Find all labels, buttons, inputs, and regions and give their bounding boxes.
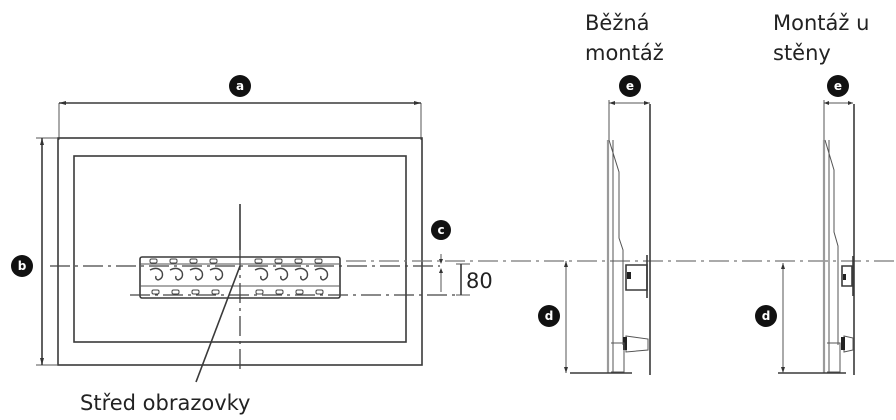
svg-text:e: e bbox=[834, 79, 842, 93]
badge-b: b bbox=[11, 255, 33, 277]
front-view: a b bbox=[11, 75, 493, 415]
badge-e-standard: e bbox=[619, 75, 641, 97]
title-standard-line1: Běžná bbox=[585, 11, 650, 35]
side-view-standard: Běžná montáž e d bbox=[538, 11, 664, 375]
svg-text:b: b bbox=[18, 259, 27, 273]
offset-value: 80 bbox=[466, 269, 493, 293]
title-wall-line2: stěny bbox=[773, 41, 831, 65]
svg-text:e: e bbox=[626, 79, 634, 93]
svg-text:a: a bbox=[236, 79, 244, 93]
svg-text:d: d bbox=[762, 309, 771, 323]
badge-e-wall: e bbox=[827, 75, 849, 97]
badge-d-standard: d bbox=[538, 305, 560, 327]
svg-text:d: d bbox=[545, 309, 554, 323]
screen-center-callout: Střed obrazovky bbox=[80, 391, 250, 415]
title-standard-line2: montáž bbox=[585, 41, 664, 65]
svg-text:c: c bbox=[437, 223, 444, 237]
badge-c: c bbox=[431, 220, 451, 240]
badge-d-wall: d bbox=[755, 305, 777, 327]
side-view-wall-close: Montáž u stěny e d bbox=[755, 11, 869, 375]
badge-a: a bbox=[229, 75, 251, 97]
wall-bracket bbox=[139, 256, 341, 299]
title-wall-line1: Montáž u bbox=[773, 11, 869, 35]
